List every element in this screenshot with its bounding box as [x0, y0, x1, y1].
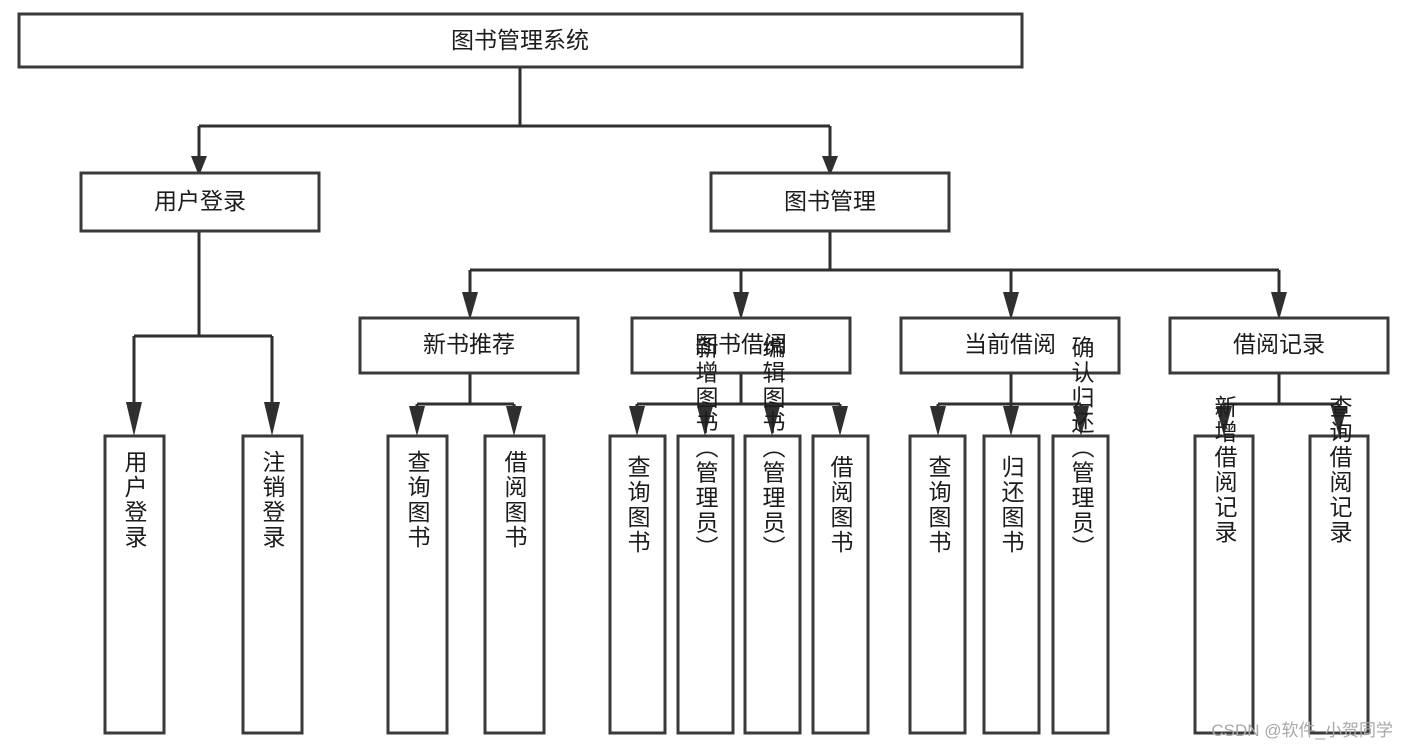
csdn-watermark: CSDN @软件_小贺同学 — [1211, 721, 1393, 740]
leaf-confirm-return-admin-box[interactable] — [1051, 434, 1110, 735]
arrowhead-leaf-confirm-return-admin — [1073, 406, 1089, 436]
leaf-add-book-admin-box[interactable] — [676, 434, 735, 735]
leaf-node-user-logout[interactable]: 注销登录 — [241, 434, 304, 735]
node-user-login[interactable]: 用户登录 — [79, 171, 321, 233]
leaf-query-book-1-box[interactable] — [386, 434, 449, 735]
leaf-borrow-book-2-label: 借阅图书 — [827, 455, 854, 555]
arrowhead-leaf-return-book — [1003, 406, 1019, 436]
arrowhead-leaf-borrow-book-2 — [832, 406, 848, 436]
leaf-return-book-label: 归还图书 — [998, 455, 1025, 555]
book-manage-box[interactable] — [709, 171, 951, 233]
arrowhead-leaf-edit-book-admin — [764, 406, 780, 436]
leaf-borrow-book-2-box[interactable] — [811, 434, 870, 735]
node-borrow-record[interactable]: 借阅记录 — [1168, 316, 1390, 375]
leaf-query-book-3-label: 查询图书 — [925, 455, 952, 555]
arrowhead-leaf-user-logout — [264, 402, 280, 436]
leaf-borrow-book-1-box[interactable] — [483, 434, 546, 735]
leaf-query-borrow-record-box[interactable] — [1308, 434, 1370, 735]
node-new-book-recommend[interactable]: 新书推荐 — [358, 316, 580, 375]
arrowhead-leaf-add-book-admin — [697, 406, 713, 436]
node-book-manage[interactable]: 图书管理 — [709, 171, 951, 233]
arrowhead-leaf-user-login — [126, 402, 142, 436]
arrowhead-leaf-query-book-3 — [930, 406, 946, 436]
connector-layer — [126, 67, 1347, 436]
arrowhead-leaf-borrow-book-1 — [506, 406, 522, 436]
node-book-borrow[interactable]: 图书借阅 — [630, 316, 852, 375]
arrowhead-user-login — [191, 156, 207, 176]
arrowhead-leaf-query-book-2 — [629, 406, 645, 436]
leaf-query-book-2-label: 查询图书 — [624, 455, 651, 555]
arrowhead-leaf-query-book-1 — [409, 406, 425, 436]
leaf-query-book-1-label: 查询图书 — [404, 450, 431, 550]
arrowhead-new-book-recommend — [462, 292, 478, 320]
leaf-node-return-book[interactable]: 归还图书 — [982, 434, 1041, 735]
leaf-borrow-book-1-label: 借阅图书 — [501, 450, 528, 550]
book-manage-label: 图书管理 — [784, 188, 876, 214]
leaf-confirm-return-admin-label: 确认归还（管理员） — [1068, 336, 1095, 561]
book-borrow-label: 图书借阅 — [695, 331, 787, 357]
leaf-edit-book-admin-label: 编辑图书（管理员） — [759, 336, 786, 561]
leaf-user-logout-label: 注销登录 — [259, 450, 286, 550]
arrowhead-leaf-add-borrow-record — [1216, 406, 1232, 436]
leaf-node-add-borrow-record[interactable]: 新增借阅记录 — [1193, 395, 1255, 735]
leaf-add-book-admin-label: 新增图书（管理员） — [692, 336, 719, 561]
arrowhead-current-borrow — [1003, 292, 1019, 320]
root-label: 图书管理系统 — [451, 27, 589, 53]
arrowhead-leaf-query-borrow-record — [1331, 406, 1347, 436]
current-borrow-box[interactable] — [899, 316, 1121, 375]
user-login-label: 用户登录 — [154, 188, 246, 214]
leaf-query-borrow-record-label: 查询借阅记录 — [1326, 395, 1353, 545]
leaf-node-edit-book-admin[interactable]: 编辑图书（管理员） — [743, 336, 802, 735]
borrow-record-label: 借阅记录 — [1233, 331, 1325, 357]
node-current-borrow[interactable]: 当前借阅 — [899, 316, 1121, 375]
leaf-node-query-book-2[interactable]: 查询图书 — [608, 434, 667, 735]
root-box[interactable] — [17, 12, 1024, 69]
leaf-query-book-3-box[interactable] — [908, 434, 967, 735]
leaf-return-book-box[interactable] — [982, 434, 1041, 735]
new-book-recommend-label: 新书推荐 — [423, 331, 515, 357]
borrow-record-box[interactable] — [1168, 316, 1390, 375]
book-borrow-box[interactable] — [630, 316, 852, 375]
leaf-node-query-borrow-record[interactable]: 查询借阅记录 — [1308, 395, 1370, 735]
node-root-system[interactable]: 图书管理系统 — [17, 12, 1024, 69]
leaf-node-confirm-return-admin[interactable]: 确认归还（管理员） — [1051, 336, 1110, 735]
arrowhead-book-borrow — [733, 292, 749, 320]
leaf-user-login-box[interactable] — [103, 434, 166, 735]
leaf-user-login-label: 用户登录 — [121, 450, 148, 550]
leaf-add-borrow-record-box[interactable] — [1193, 434, 1255, 735]
arrowhead-borrow-record — [1271, 292, 1287, 320]
leaf-node-borrow-book-2[interactable]: 借阅图书 — [811, 434, 870, 735]
leaf-node-user-login[interactable]: 用户登录 — [103, 434, 166, 735]
leaf-edit-book-admin-box[interactable] — [743, 434, 802, 735]
leaf-query-book-2-box[interactable] — [608, 434, 667, 735]
leaf-add-borrow-record-label: 新增借阅记录 — [1211, 395, 1238, 545]
leaf-node-query-book-1[interactable]: 查询图书 — [386, 434, 449, 735]
current-borrow-label: 当前借阅 — [964, 331, 1056, 357]
leaf-node-query-book-3[interactable]: 查询图书 — [908, 434, 967, 735]
leaf-node-add-book-admin[interactable]: 新增图书（管理员） — [676, 336, 735, 735]
new-book-recommend-box[interactable] — [358, 316, 580, 375]
leaf-node-borrow-book-1[interactable]: 借阅图书 — [483, 434, 546, 735]
user-login-box[interactable] — [79, 171, 321, 233]
arrowhead-book-manage — [822, 156, 838, 176]
leaf-user-logout-box[interactable] — [241, 434, 304, 735]
